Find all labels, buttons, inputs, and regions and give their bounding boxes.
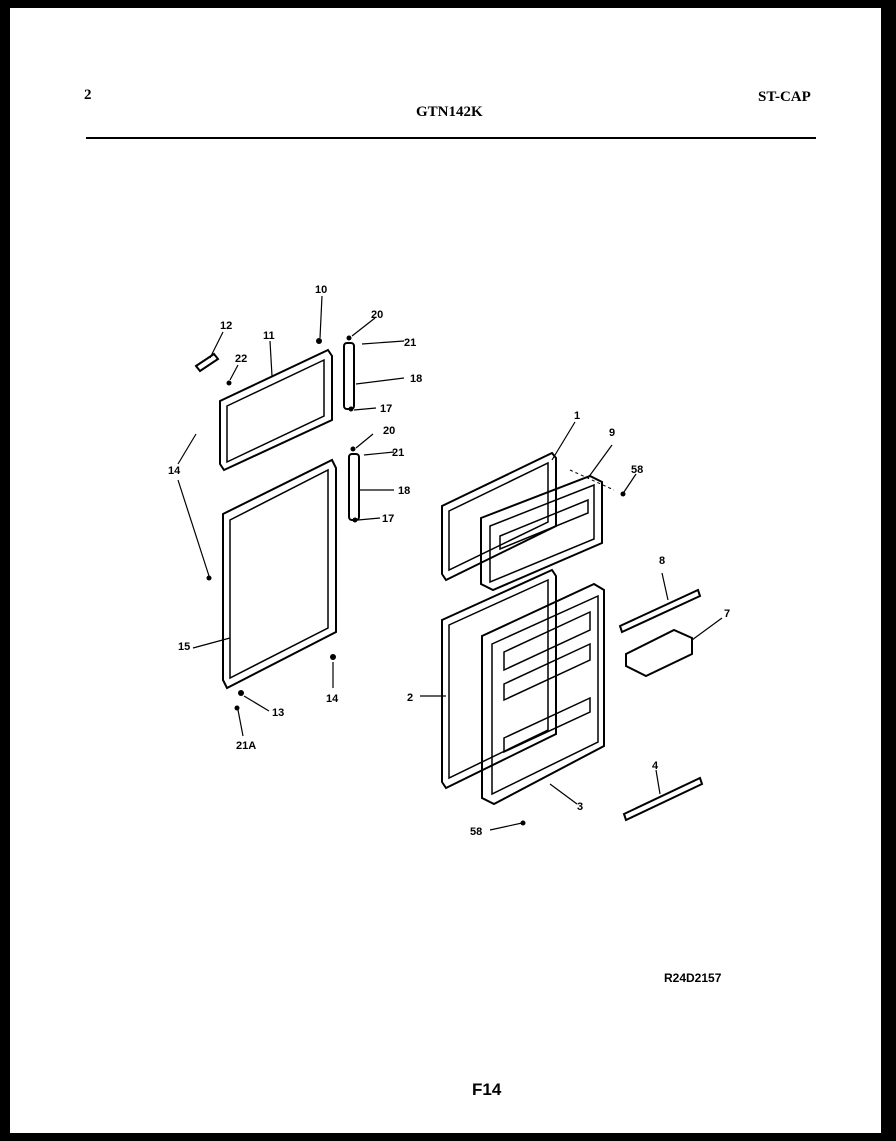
- door-shelf-middle: [503, 642, 591, 702]
- parts-sheet: 2 GTN142K ST-CAP: [10, 8, 881, 1133]
- fresh-food-liner-inner: [448, 578, 549, 780]
- callout-label: 20: [383, 425, 395, 437]
- freezer-liner: [441, 451, 557, 582]
- callout-label: 13: [272, 707, 284, 719]
- trim-strip-4: [622, 776, 704, 822]
- callout-label: 14: [168, 465, 181, 477]
- callout-label: 3: [577, 801, 583, 813]
- fresh-food-door: [481, 582, 605, 806]
- callout-label: 18: [410, 373, 422, 385]
- callout-label: 58: [631, 464, 643, 476]
- callout-label: 21A: [236, 740, 256, 752]
- callout-label: 17: [380, 403, 392, 415]
- screw-21a: [234, 705, 240, 711]
- screw-14-right: [330, 654, 336, 660]
- fresh-food-door-panel: [491, 594, 599, 796]
- page-number: 2: [84, 87, 92, 103]
- callout-label: 20: [371, 309, 383, 321]
- figure-reference: F14: [472, 1080, 502, 1099]
- fresh-food-gasket-inner: [229, 468, 329, 680]
- callout-label: 9: [609, 427, 615, 439]
- bushing-13: [238, 690, 244, 696]
- category-code: ST-CAP: [758, 89, 811, 105]
- callout-label: 1: [574, 410, 580, 422]
- fresh-food-gasket: [222, 458, 337, 690]
- callout-label: 10: [315, 284, 327, 296]
- bracket-12: [194, 352, 220, 373]
- callout-label: 4: [652, 760, 659, 772]
- freezer-gasket: [219, 348, 333, 472]
- screw-17-lower: [352, 517, 358, 523]
- screw-14-left: [206, 575, 212, 581]
- callout-label: 22: [235, 353, 247, 365]
- leader-lines: [177, 295, 723, 831]
- screw-22: [226, 380, 232, 386]
- freezer-door-shelf: [499, 498, 589, 551]
- exploded-door-diagram: 10 12 11 22 20 21 18 17 20 21 18 17 14 1…: [86, 137, 816, 838]
- screw-17-upper: [348, 406, 354, 412]
- callout-label: 7: [724, 608, 730, 620]
- screw-10: [316, 338, 322, 344]
- pivot-20-lower: [350, 446, 356, 452]
- callout-label: 8: [659, 555, 665, 567]
- callout-label: 58: [470, 826, 482, 838]
- screw-58-lower: [520, 820, 526, 826]
- door-shelf-bottom: [503, 696, 591, 754]
- freezer-gasket-inner: [226, 358, 325, 464]
- lower-handle: [348, 453, 360, 521]
- callout-label: 11: [263, 330, 275, 342]
- door-shelf-top: [503, 610, 591, 672]
- callout-label: 18: [398, 485, 410, 497]
- trim-strip-8: [618, 588, 702, 634]
- dashed-leader: [569, 469, 615, 491]
- callout-label: 14: [326, 693, 339, 705]
- model-number: GTN142K: [416, 104, 483, 120]
- screw-58-upper: [620, 491, 626, 497]
- upper-handle: [343, 342, 355, 410]
- drawing-code: R24D2157: [664, 971, 722, 985]
- callout-label: 12: [220, 320, 232, 332]
- pivot-20-upper: [346, 335, 352, 341]
- shelf-rail-7: [625, 628, 693, 678]
- callout-label: 17: [382, 513, 394, 525]
- callout-label: 21: [392, 447, 404, 459]
- callout-label: 15: [178, 641, 190, 653]
- callout-label: 2: [407, 692, 413, 704]
- freezer-door-panel: [489, 483, 595, 584]
- callout-label: 21: [404, 337, 416, 349]
- freezer-liner-inner: [448, 461, 549, 572]
- fresh-food-liner: [441, 568, 557, 790]
